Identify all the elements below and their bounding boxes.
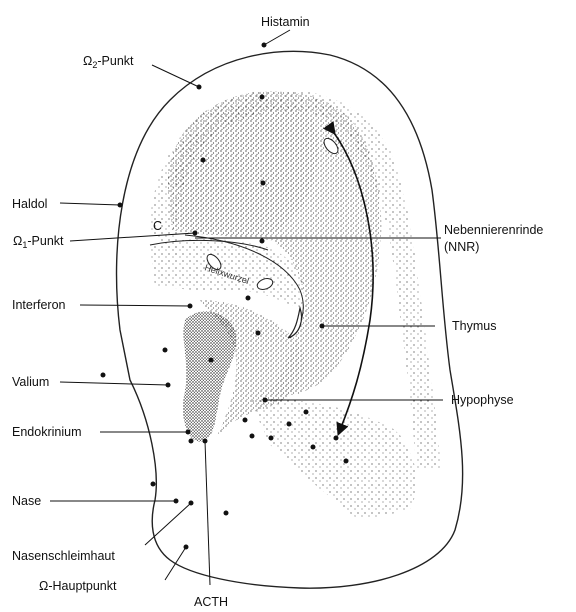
ear-lobe-shading xyxy=(250,399,416,520)
leader-valium xyxy=(60,382,168,385)
label-omega2: Ω2-Punkt xyxy=(83,54,134,70)
point-lobe-7 xyxy=(311,445,316,450)
label-omega1: Ω1-Punkt xyxy=(13,234,64,250)
point-concha-dark xyxy=(209,358,214,363)
point-valium-outer xyxy=(101,373,106,378)
label-nnr: (NNR) xyxy=(444,240,479,254)
point-lobe-5 xyxy=(269,436,274,441)
point-valium-upper xyxy=(163,348,168,353)
point-lobe-8 xyxy=(344,459,349,464)
label-thymus: Thymus xyxy=(452,319,496,333)
label-histamin: Histamin xyxy=(261,15,310,29)
leader-omega2 xyxy=(152,65,199,87)
point-lobe-9 xyxy=(224,511,229,516)
point-lobe-4 xyxy=(250,434,255,439)
label-nebennierenrinde: Nebennierenrinde xyxy=(444,223,543,237)
point-upper-scapha xyxy=(260,95,265,100)
point-lobe-2 xyxy=(243,418,248,423)
label-acth: ACTH xyxy=(194,595,228,609)
point-cymba-1 xyxy=(201,158,206,163)
point-cymba-2 xyxy=(261,181,266,186)
point-lobe-6 xyxy=(334,436,339,441)
label-nase: Nase xyxy=(12,494,41,508)
leader-interferon xyxy=(80,305,190,306)
label-hypophyse: Hypophyse xyxy=(451,393,514,407)
label-haldol: Haldol xyxy=(12,197,47,211)
point-nase-outer xyxy=(151,482,156,487)
label-endokrinium: Endokrinium xyxy=(12,425,81,439)
leader-histamin xyxy=(264,30,290,45)
point-lobe-1 xyxy=(304,410,309,415)
label-c-mark: C xyxy=(153,219,162,233)
leader-acth xyxy=(205,441,210,585)
label-omega-hauptpunkt: Ω-Hauptpunkt xyxy=(39,579,117,593)
label-nasenschleimhaut: Nasenschleimhaut xyxy=(12,549,115,563)
point-lobe-3 xyxy=(287,422,292,427)
point-helix-root xyxy=(246,296,251,301)
point-endo-2 xyxy=(189,439,194,444)
leader-haldol xyxy=(60,203,120,205)
leader-omega-hauptpunkt xyxy=(165,547,186,580)
label-interferon: Interferon xyxy=(12,298,66,312)
point-concha-mid xyxy=(256,331,261,336)
point-nnr xyxy=(260,239,265,244)
label-valium: Valium xyxy=(12,375,49,389)
